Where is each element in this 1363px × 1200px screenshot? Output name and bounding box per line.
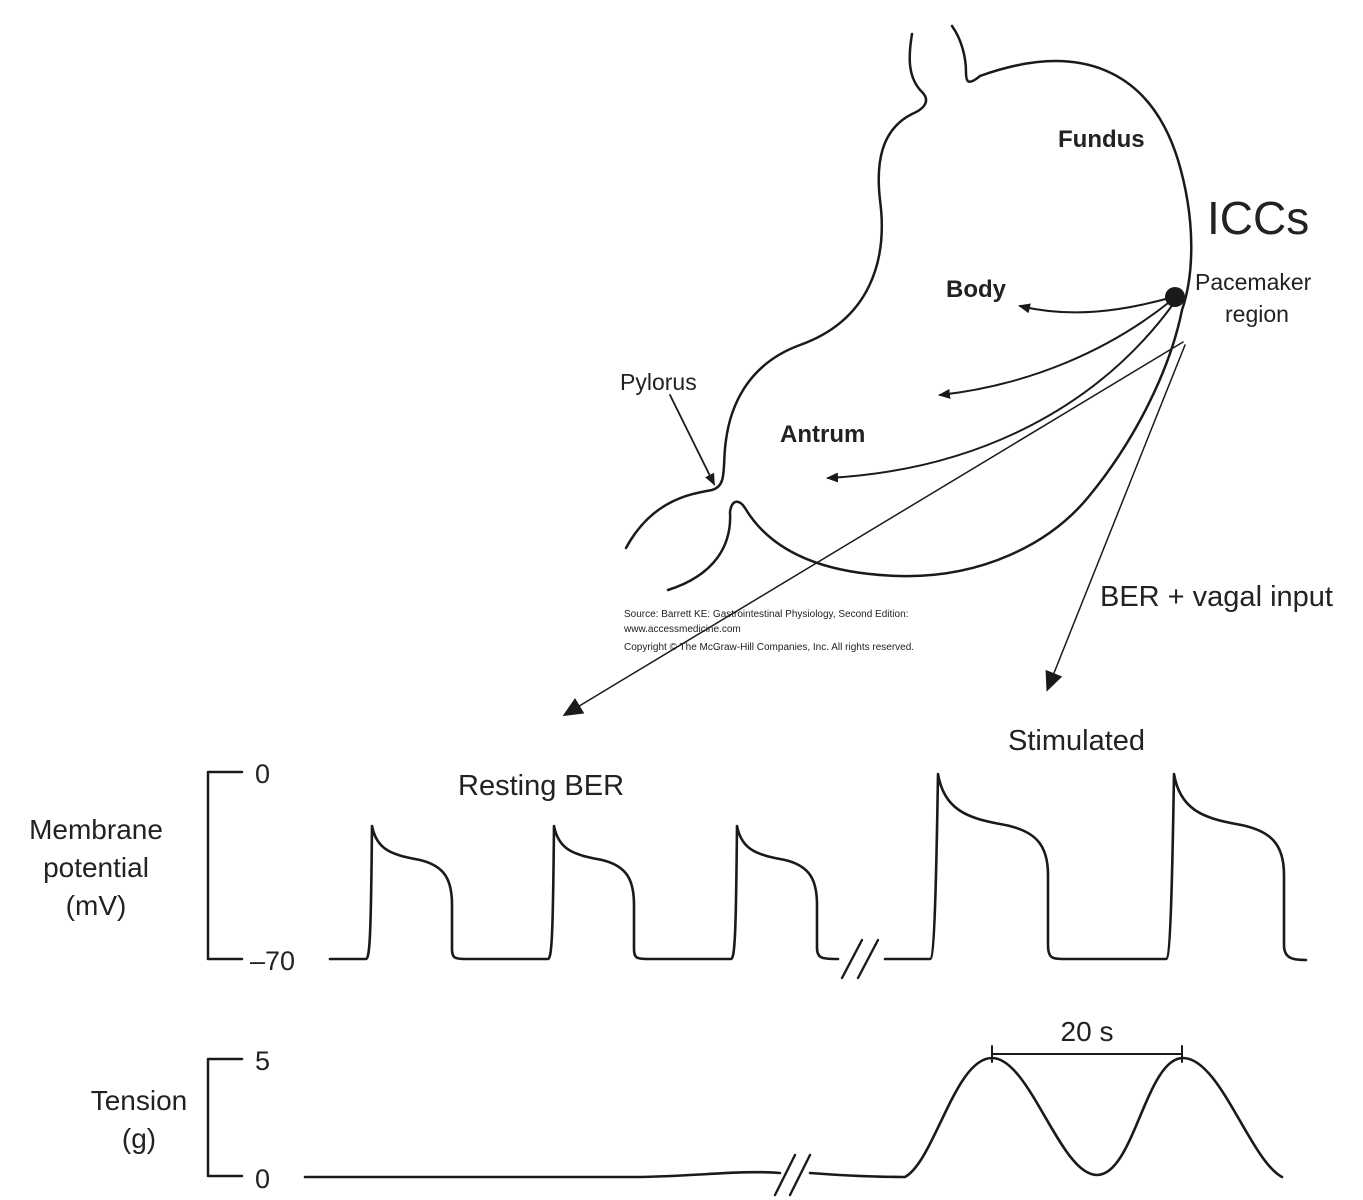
membrane-label-line3: (mV): [66, 890, 127, 921]
tension-trace: [303, 1056, 1284, 1179]
stimulated-label: Stimulated: [1008, 725, 1145, 757]
body-label: Body: [946, 276, 1007, 303]
mv-top-label: 0: [255, 759, 270, 789]
tension-scale-bracket: [206, 1057, 244, 1178]
tension-label-line1: Tension: [91, 1085, 188, 1116]
fundus-label: Fundus: [1058, 126, 1145, 153]
antrum-label: Antrum: [780, 421, 865, 448]
pylorus-arrow: [669, 394, 715, 486]
resting-ber-label: Resting BER: [458, 770, 624, 802]
pacemaker-arrows: [826, 296, 1175, 483]
tension-label-line2: (g): [122, 1123, 156, 1154]
pylorus-label: Pylorus: [620, 369, 697, 395]
period-label: 20 s: [1061, 1016, 1114, 1047]
membrane-label-line1: Membrane: [29, 814, 163, 845]
pacemaker-label-line1: Pacemaker: [1195, 269, 1312, 295]
iccs-label: ICCs: [1207, 192, 1309, 244]
source-line3: Copyright © The McGraw-Hill Companies, I…: [624, 642, 914, 653]
vagal-input-label: BER + vagal input: [1100, 581, 1333, 613]
membrane-potential-trace: [328, 824, 840, 961]
membrane-scale-bracket: [206, 770, 244, 961]
pointer-lines: [562, 341, 1186, 717]
membrane-label-line2: potential: [43, 852, 149, 883]
pacemaker-label-line2: region: [1225, 301, 1289, 327]
membrane-break-marks: [840, 938, 880, 980]
g-bottom-label: 0: [255, 1164, 270, 1194]
tension-break-marks: [773, 1153, 812, 1197]
mv-bottom-label: –70: [250, 946, 295, 976]
stomach-outline: [624, 24, 1193, 592]
g-top-label: 5: [255, 1046, 270, 1076]
source-line2: www.accessmedicine.com: [623, 624, 741, 635]
period-bracket: [991, 1045, 1183, 1063]
source-line1: Source: Barrett KE: Gastrointestinal Phy…: [624, 609, 908, 620]
